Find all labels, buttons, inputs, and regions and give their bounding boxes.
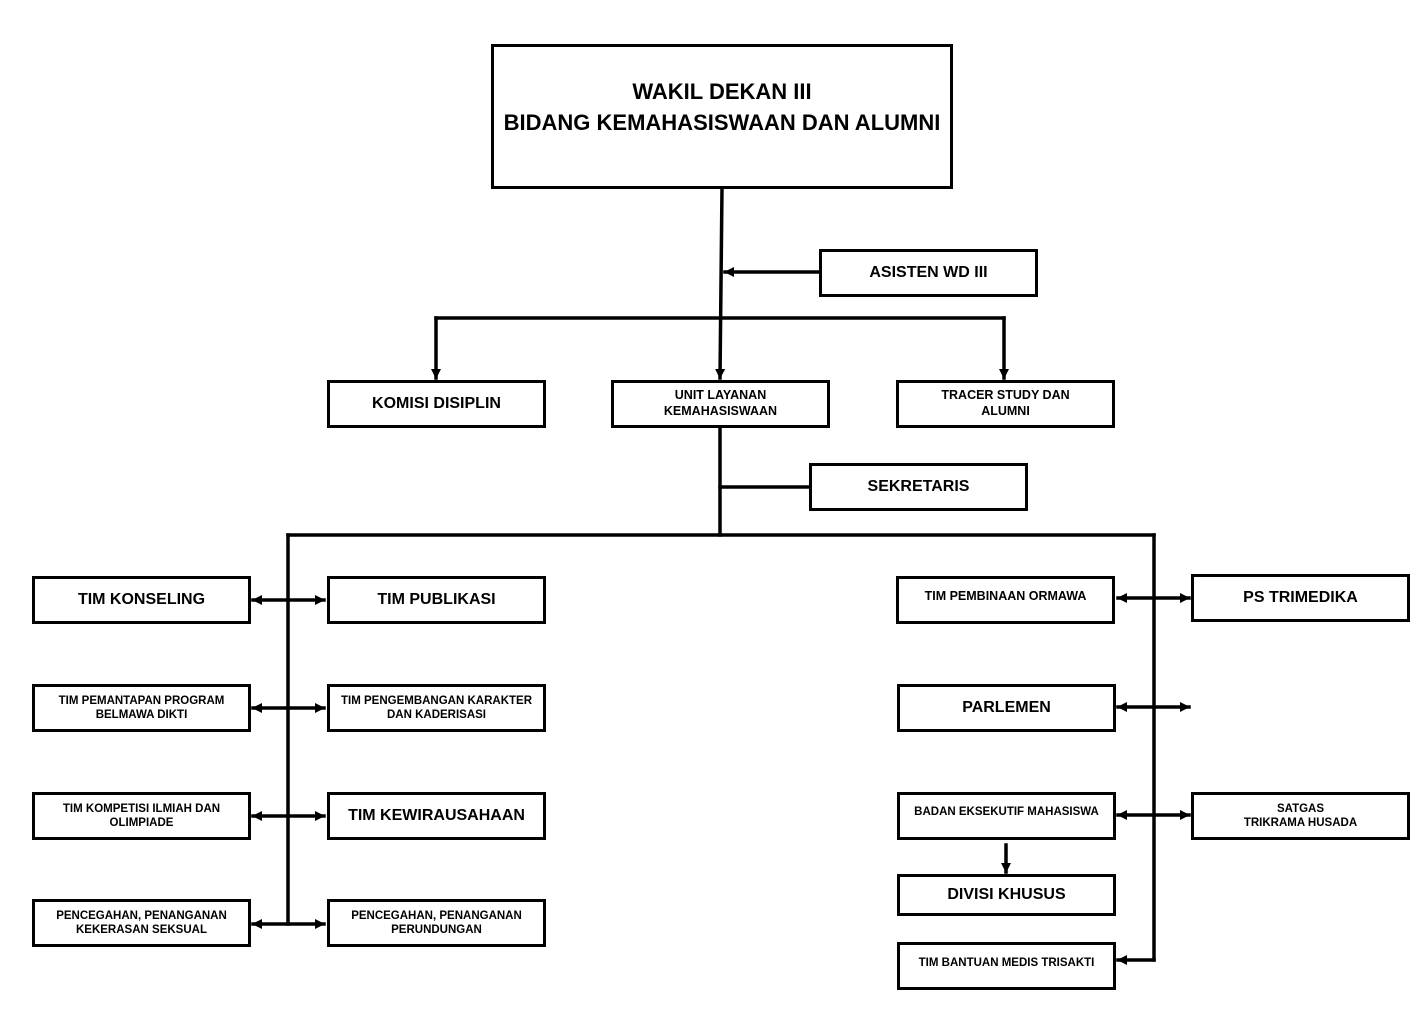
tracer-study-line1: TRACER STUDY DAN: [941, 388, 1070, 403]
tim-bantuan-medis-box: TIM BANTUAN MEDIS TRISAKTI: [897, 942, 1116, 990]
satgas-line2: TRIKRAMA HUSADA: [1243, 817, 1358, 829]
tim-pengembangan-line1: TIM PENGEMBANGAN KARAKTER: [340, 694, 533, 707]
perundungan-box: PENCEGAHAN, PENANGANAN PERUNDUNGAN: [327, 899, 546, 947]
tim-kompetisi-line1: TIM KOMPETISI ILMIAH DAN: [62, 802, 221, 815]
kekerasan-seksual-line1: PENCEGAHAN, PENANGANAN: [56, 909, 227, 922]
tim-pembinaan-ormawa-box: TIM PEMBINAAN ORMAWA: [896, 576, 1115, 624]
tim-kompetisi-line2: OLIMPIADE: [109, 817, 174, 829]
kekerasan-seksual-box: PENCEGAHAN, PENANGANAN KEKERASAN SEKSUAL: [32, 899, 251, 947]
asisten-box: ASISTEN WD III: [819, 249, 1038, 297]
tim-kewirausahaan-label: TIM KEWIRAUSAHAAN: [348, 807, 525, 824]
tim-kompetisi-box: TIM KOMPETISI ILMIAH DAN OLIMPIADE: [32, 792, 251, 840]
tim-pengembangan-box: TIM PENGEMBANGAN KARAKTER DAN KADERISASI: [327, 684, 546, 732]
asisten-label: ASISTEN WD III: [869, 264, 988, 281]
ps-trimedika-box: PS TRIMEDIKA: [1191, 574, 1410, 622]
satgas-line1: SATGAS: [1276, 802, 1325, 815]
head-title-line1: WAKIL DEKAN III: [632, 78, 812, 104]
tim-pembinaan-ormawa-label: TIM PEMBINAAN ORMAWA: [924, 589, 1087, 604]
head-title-line2: BIDANG KEMAHASISWAAN DAN ALUMNI: [503, 109, 941, 135]
tim-pemantapan-line2: BELMAWA DIKTI: [95, 709, 188, 721]
kekerasan-seksual-line2: KEKERASAN SEKSUAL: [75, 924, 207, 936]
head-box-wakil-dekan: WAKIL DEKAN III BIDANG KEMAHASISWAAN DAN…: [491, 44, 953, 189]
perundungan-line2: PERUNDUNGAN: [391, 924, 482, 936]
perundungan-line1: PENCEGAHAN, PENANGANAN: [351, 909, 522, 922]
tracer-study-line2: ALUMNI: [981, 404, 1030, 418]
divisi-khusus-label: DIVISI KHUSUS: [947, 886, 1066, 903]
bem-box: BADAN EKSEKUTIF MAHASISWA: [897, 792, 1116, 840]
tim-publikasi-label: TIM PUBLIKASI: [377, 591, 496, 608]
komisi-disiplin-label: KOMISI DISIPLIN: [372, 395, 501, 412]
unit-layanan-line1: UNIT LAYANAN: [674, 388, 767, 403]
unit-layanan-line2: KEMAHASISWAAN: [663, 404, 778, 418]
sekretaris-box: SEKRETARIS: [809, 463, 1028, 511]
tim-kewirausahaan-box: TIM KEWIRAUSAHAAN: [327, 792, 546, 840]
unit-layanan-box: UNIT LAYANAN KEMAHASISWAAN: [611, 380, 830, 428]
divisi-khusus-box: DIVISI KHUSUS: [897, 874, 1116, 916]
tim-publikasi-box: TIM PUBLIKASI: [327, 576, 546, 624]
tim-pemantapan-line1: TIM PEMANTAPAN PROGRAM: [58, 694, 225, 707]
sekretaris-label: SEKRETARIS: [867, 478, 970, 495]
spine-line: [715, 186, 726, 380]
bem-label: BADAN EKSEKUTIF MAHASISWA: [914, 805, 1099, 818]
tim-konseling-box: TIM KONSELING: [32, 576, 251, 624]
tim-konseling-label: TIM KONSELING: [77, 591, 206, 608]
parlemen-label: PARLEMEN: [962, 699, 1051, 716]
tim-pengembangan-line2: DAN KADERISASI: [386, 709, 487, 721]
satgas-box: SATGAS TRIKRAMA HUSADA: [1191, 792, 1410, 840]
tim-bantuan-medis-label: TIM BANTUAN MEDIS TRISAKTI: [918, 956, 1095, 969]
ps-trimedika-label: PS TRIMEDIKA: [1243, 589, 1358, 606]
parlemen-box: PARLEMEN: [897, 684, 1116, 732]
komisi-disiplin-box: KOMISI DISIPLIN: [327, 380, 546, 428]
tim-pemantapan-box: TIM PEMANTAPAN PROGRAM BELMAWA DIKTI: [32, 684, 251, 732]
tracer-study-box: TRACER STUDY DAN ALUMNI: [896, 380, 1115, 428]
